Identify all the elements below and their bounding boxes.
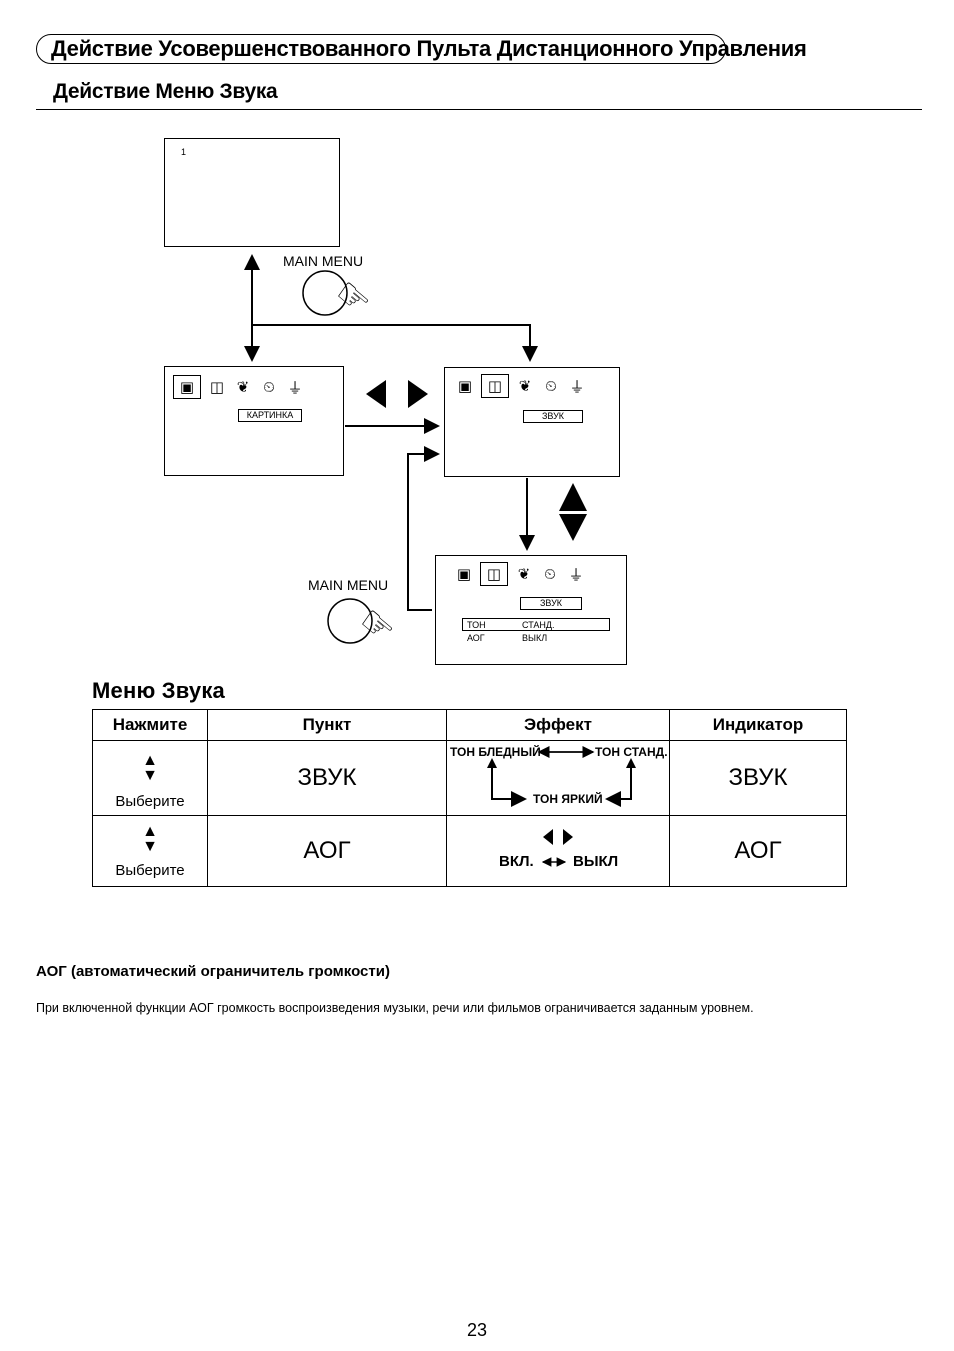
table-title: Меню Звука [92, 678, 225, 703]
timer-icon: ⏲ [544, 565, 556, 583]
submenu-value: СТАНД. [522, 620, 555, 630]
menu-label: ЗВУК [520, 597, 582, 610]
right-arrow-icon [408, 380, 428, 408]
plug-icon: ⏚ [568, 566, 584, 584]
page-title: Действие Усовершенствованного Пульта Дис… [36, 34, 807, 64]
menu-screen-sound: ▣ ◫ ❦ ⏲ ⏚ ЗВУК [444, 367, 620, 477]
effect-right: ТОН СТАНД. [595, 745, 668, 759]
select-label: Выберите [115, 793, 185, 810]
up-down-arrow-icon: ▲▼ [142, 752, 158, 784]
plug-icon: ⏚ [287, 379, 303, 397]
timer-icon: ⏲ [545, 377, 557, 395]
main-menu-label: MAIN MENU [308, 577, 389, 593]
function-icon: ❦ [236, 379, 250, 396]
screen-number: 1 [181, 147, 187, 157]
menu-label: ЗВУК [523, 410, 583, 423]
submenu-item: ТОН [467, 620, 486, 630]
table-header: Индикатор [669, 709, 847, 741]
table-header-row: Нажмите Пункт Эффект Индикатор [92, 709, 847, 741]
indicator-cell: АОГ [669, 815, 847, 887]
table-header: Нажмите [92, 709, 208, 741]
down-arrow-icon [559, 514, 587, 541]
note-title: АОГ (автоматический ограничитель громкос… [36, 963, 390, 980]
menu-screen-picture: ▣ ◫ ❦ ⏲ ⏚ КАРТИНКА [164, 366, 344, 476]
function-icon: ❦ [518, 378, 532, 395]
effect-left: ВКЛ. [499, 853, 534, 870]
submenu-item: АОГ [467, 633, 485, 643]
main-menu-button-bottom [327, 598, 373, 644]
timer-icon: ⏲ [263, 378, 275, 396]
left-arrow-icon [543, 829, 553, 845]
item-cell: ЗВУК [207, 740, 447, 816]
tv-screen: 1 [164, 138, 340, 247]
up-down-arrow-icon: ▲▼ [142, 823, 158, 855]
indicator-cell: ЗВУК [669, 740, 847, 816]
up-arrow-icon [559, 483, 587, 511]
sound-icon: ◫ [480, 562, 508, 586]
main-menu-label: MAIN MENU [283, 253, 364, 269]
effect-cell: ТОН БЛЕДНЫЙ ТОН СТАНД. ТОН ЯРКИЙ [446, 740, 670, 816]
press-cell: ▲▼ Выберите [92, 815, 208, 887]
plug-icon: ⏚ [569, 378, 585, 396]
menu-label: КАРТИНКА [238, 409, 302, 422]
sound-menu-table: Нажмите Пункт Эффект Индикатор ▲▼ Выбери… [92, 709, 847, 887]
effect-left: ТОН БЛЕДНЫЙ [450, 745, 541, 759]
table-row: ▲▼ Выберите АОГ ВКЛ. ВЫКЛ АОГ [92, 815, 847, 887]
table-header: Эффект [446, 709, 670, 741]
main-menu-button-top [302, 270, 348, 316]
section-subtitle: Действие Меню Звука [53, 80, 278, 103]
diagram-connectors [244, 254, 587, 644]
left-arrow-icon [366, 380, 386, 408]
function-icon: ❦ [517, 566, 531, 583]
effect-cell: ВКЛ. ВЫКЛ [446, 815, 670, 887]
picture-icon: ▣ [173, 375, 201, 399]
effect-right: ВЫКЛ [573, 853, 619, 870]
picture-icon: ▣ [456, 566, 472, 583]
selected-row-box [462, 618, 610, 631]
table-header: Пункт [207, 709, 447, 741]
picture-icon: ▣ [457, 378, 473, 395]
effect-bottom: ТОН ЯРКИЙ [533, 792, 603, 806]
select-label: Выберите [115, 862, 185, 879]
item-cell: АОГ [207, 815, 447, 887]
page-number: 23 [466, 1320, 488, 1340]
header-rule [36, 109, 922, 110]
table-row: ▲▼ Выберите ЗВУК ТОН БЛЕДНЫЙ ТОН СТАНД. … [92, 740, 847, 816]
press-cell: ▲▼ Выберите [92, 740, 208, 816]
sound-icon: ◫ [481, 374, 509, 398]
submenu-value: ВЫКЛ [522, 633, 548, 643]
right-arrow-icon [563, 829, 573, 845]
sound-icon: ◫ [209, 379, 225, 396]
note-text: При включенной функции АОГ громкость вос… [36, 1001, 754, 1015]
menu-screen-sound-submenu: ▣ ◫ ❦ ⏲ ⏚ ЗВУК ТОН СТАНД. АОГ ВЫКЛ [435, 555, 627, 665]
